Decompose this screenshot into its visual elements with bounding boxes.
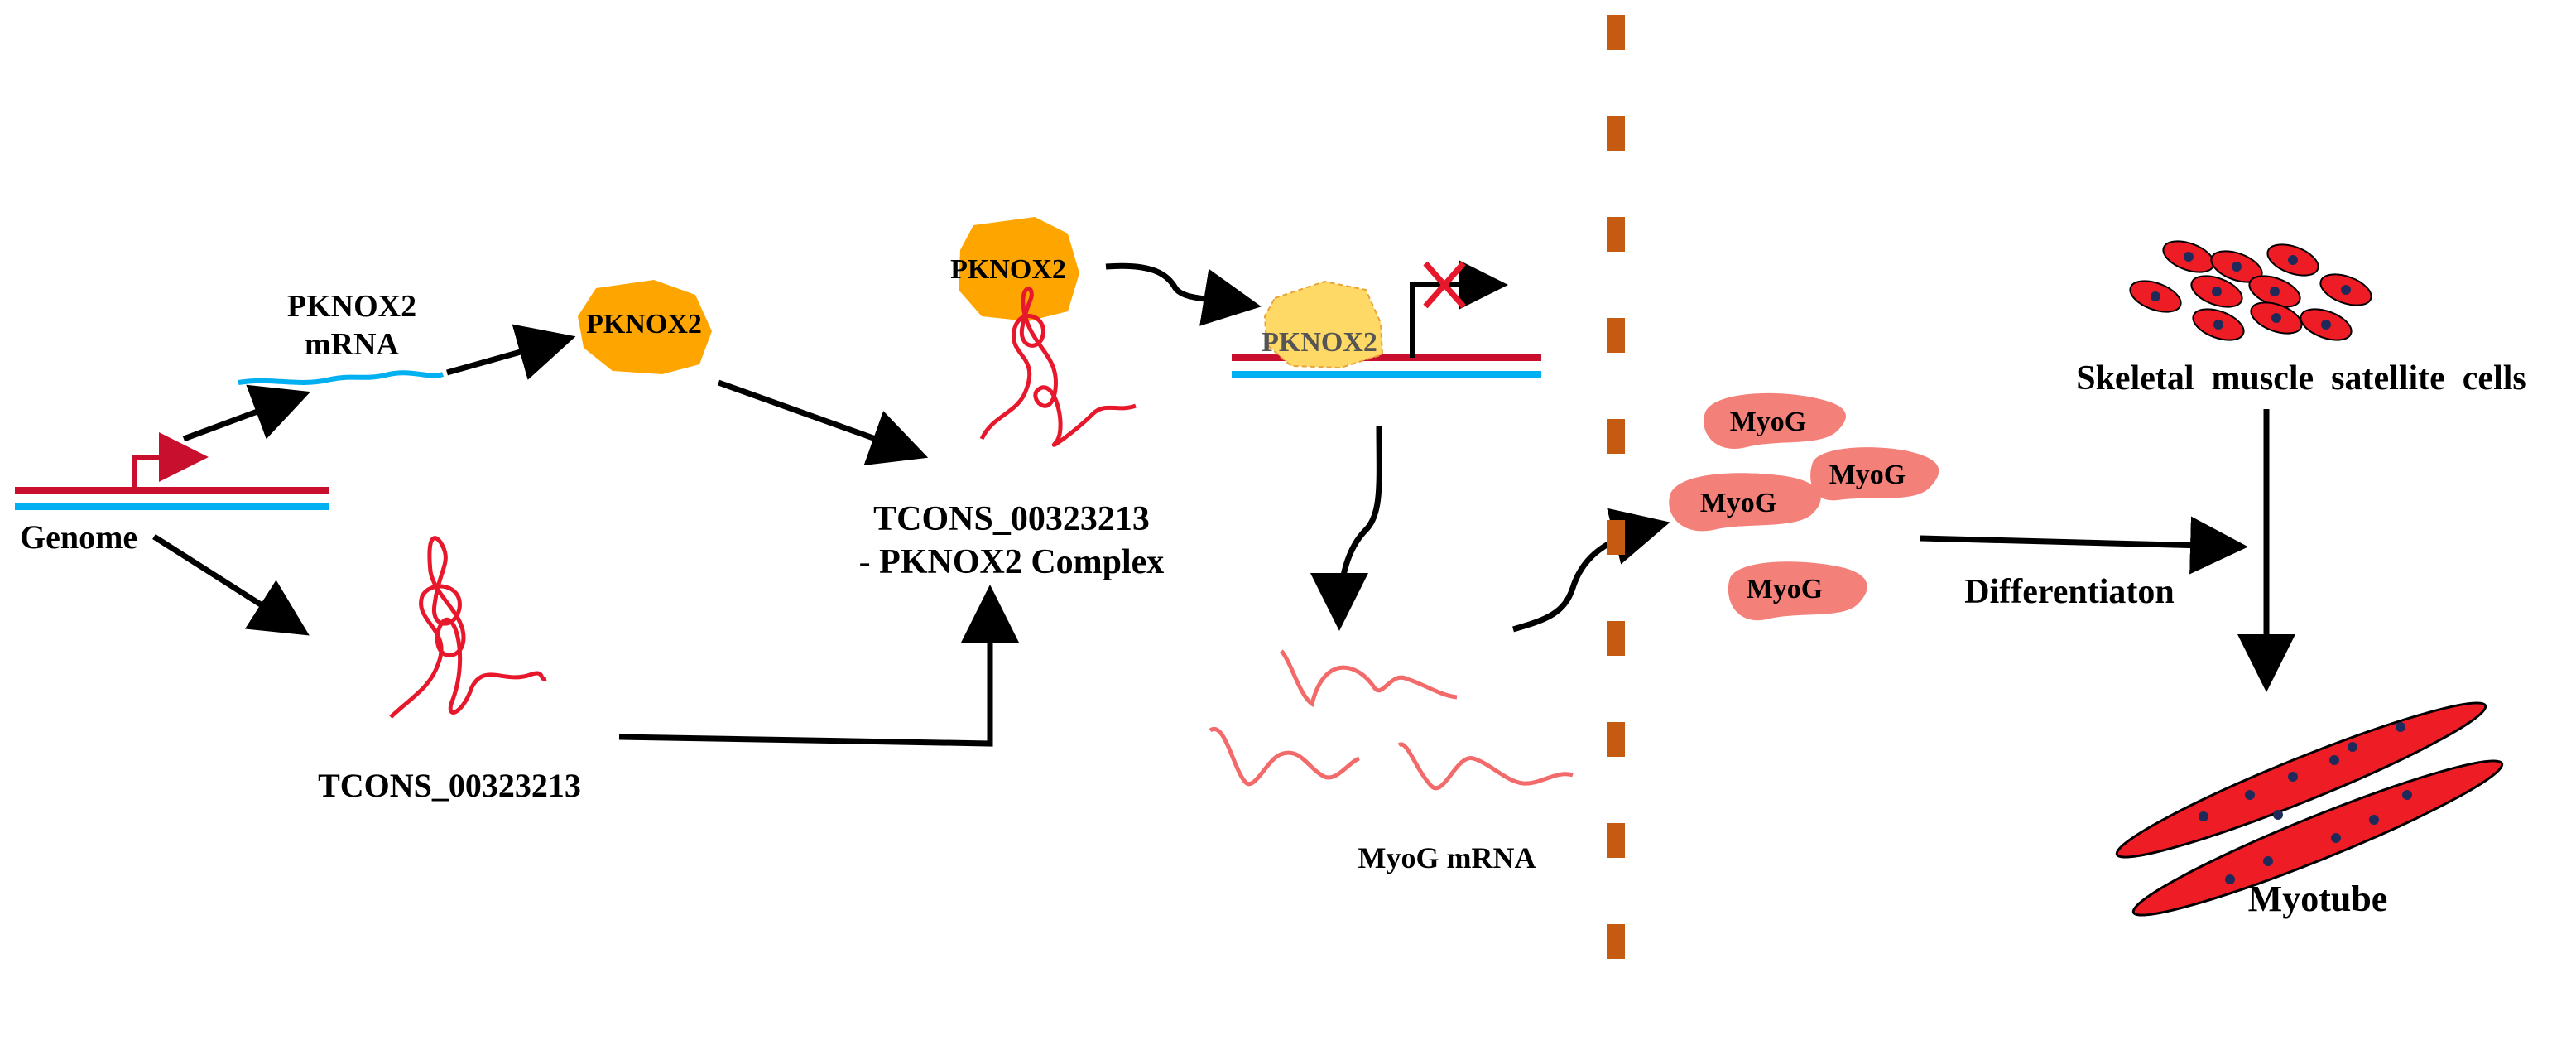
pknox2-protein-shape xyxy=(578,280,712,374)
arrow-protein-to-complex xyxy=(717,379,929,466)
arrow-complex-to-promoter xyxy=(1105,262,1262,326)
myotube-fibers xyxy=(2115,701,2504,917)
pknox2-promoter-bound-shape xyxy=(1263,280,1384,369)
genome-label: Genome xyxy=(20,518,137,556)
differentiation-label: Differentiaton xyxy=(1964,573,2175,611)
bound-lncrna-strand xyxy=(979,287,1137,447)
pknox2-promoter-label: PKNOX2 xyxy=(1262,327,1377,358)
myog-mrna-strands xyxy=(1209,649,1574,791)
myog-protein-1: MyoG xyxy=(1704,392,1846,449)
transcription-start-arrow xyxy=(1410,260,1508,358)
lncrna-tcons-strand xyxy=(389,536,547,719)
myog-mrna-label: MyoG mRNA xyxy=(1358,841,1536,874)
satellite-cells-cluster xyxy=(2129,240,2372,341)
satellite-cells-label: Skeletal muscle satellite cells xyxy=(2076,359,2526,397)
svg-text:MyoG: MyoG xyxy=(1829,460,1906,490)
lncrna-label: TCONS_00323213 xyxy=(318,767,581,804)
arrow-lncrna-to-complex xyxy=(618,585,1019,747)
genome-promoter-arrow xyxy=(132,432,209,490)
pknox2-mrna-strand xyxy=(238,370,445,385)
arrow-genome-to-lncrna xyxy=(152,534,310,636)
arrow-promoter-to-mrna xyxy=(1310,425,1382,631)
myog-protein-3: MyoG xyxy=(1810,447,1939,501)
complex-label-line1: TCONS_00323213 xyxy=(873,500,1150,538)
arrow-genome-to-mrna xyxy=(182,384,311,442)
arrow-mrna-to-protein xyxy=(446,324,576,380)
myog-promoter-dna xyxy=(1232,354,1541,378)
pknox2-protein-label: PKNOX2 xyxy=(586,309,702,340)
pknox2-mrna-label-line2: mRNA xyxy=(305,327,400,362)
myog-protein-4: MyoG xyxy=(1728,561,1867,621)
inhibition-x-icon xyxy=(1423,261,1466,309)
pknox2-bound-protein-shape xyxy=(959,217,1079,321)
svg-text:MyoG: MyoG xyxy=(1747,574,1824,604)
svg-text:MyoG: MyoG xyxy=(1700,488,1777,518)
svg-text:MyoG: MyoG xyxy=(1730,407,1807,437)
myog-protein-2: MyoG xyxy=(1669,473,1821,532)
arrow-differentiation xyxy=(1920,516,2248,575)
complex-label-line2: - PKNOX2 Complex xyxy=(859,543,1165,581)
myotube-label: Myotube xyxy=(2248,879,2388,919)
arrow-mrna-to-myog xyxy=(1512,508,1670,633)
genome-dna xyxy=(15,487,329,510)
pknox2-mrna-label-line1: PKNOX2 xyxy=(287,289,416,324)
pknox2-bound-label: PKNOX2 xyxy=(950,254,1066,285)
